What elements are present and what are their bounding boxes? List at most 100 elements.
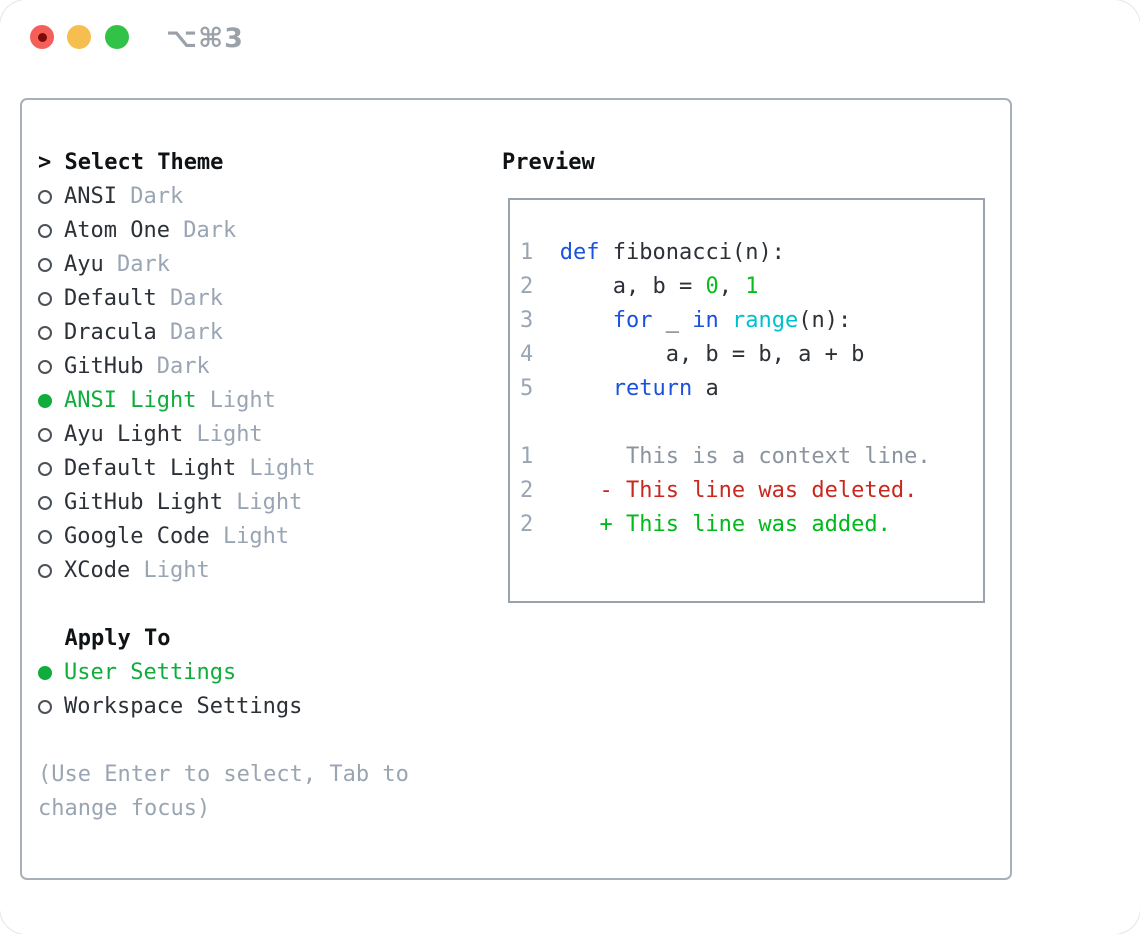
select-theme-label: Select Theme	[64, 150, 224, 175]
radio-icon	[38, 190, 52, 204]
zoom-button[interactable]	[105, 25, 129, 49]
window-title: ⌥⌘3	[166, 23, 244, 54]
diff-line: 1 This is a context line.	[520, 440, 983, 474]
theme-option[interactable]: XCode Light	[38, 554, 478, 588]
help-text: (Use Enter to select, Tab to change focu…	[38, 758, 478, 826]
option-name: Ayu	[64, 252, 104, 277]
theme-option[interactable]: Dracula Dark	[38, 316, 478, 350]
code-segment: a	[692, 376, 719, 401]
code-segment: + This line was added.	[533, 512, 891, 537]
focus-caret-icon: >	[38, 150, 52, 175]
radio-icon	[38, 462, 52, 476]
line-number: 4	[520, 342, 534, 367]
code-segment	[533, 376, 612, 401]
code-segment: fibonacci(n):	[599, 240, 785, 265]
theme-option[interactable]: ANSI Light Light	[38, 384, 478, 418]
line-number: 5	[520, 376, 534, 401]
close-button[interactable]	[30, 25, 54, 49]
code-segment: range	[731, 308, 799, 333]
option-name: XCode	[64, 558, 131, 583]
line-number: 1	[520, 444, 534, 469]
option-name: GitHub Light	[64, 490, 223, 515]
theme-variant-label: Light	[249, 456, 316, 481]
option-name: User Settings	[64, 660, 237, 685]
apply-to-label: Apply To	[64, 626, 171, 651]
preview-label: Preview	[502, 150, 595, 175]
code-segment: This is a context line.	[533, 444, 931, 469]
radio-icon	[38, 360, 52, 374]
preview-header: Preview	[502, 146, 1002, 180]
preview-column: Preview 1 def fibonacci(n):2 a, b = 0, 1…	[502, 146, 1002, 603]
radio-icon	[38, 496, 52, 510]
radio-selected-icon	[38, 394, 52, 408]
code-line: 1 def fibonacci(n):	[520, 236, 983, 270]
theme-variant-label: Light	[143, 558, 210, 583]
theme-option[interactable]: ANSI Dark	[38, 180, 478, 214]
line-number: 2	[520, 274, 534, 299]
code-segment: def	[559, 240, 600, 265]
option-name: ANSI	[64, 184, 117, 209]
theme-variant-label: Dark	[169, 320, 223, 345]
option-name: GitHub	[64, 354, 144, 379]
code-line: 4 a, b = b, a + b	[520, 338, 983, 372]
option-name: Atom One	[64, 218, 170, 243]
radio-icon	[38, 292, 52, 306]
theme-variant-label: Light	[236, 490, 303, 515]
option-name: Dracula	[64, 320, 157, 345]
option-name: Workspace Settings	[64, 694, 303, 719]
code-line: 3 for _ in range(n):	[520, 304, 983, 338]
code-line: 5 return a	[520, 372, 983, 406]
theme-option[interactable]: Ayu Light Light	[38, 418, 478, 452]
radio-icon	[38, 258, 52, 272]
code-segment: return	[612, 376, 693, 401]
apply-to-header: Apply To	[38, 622, 478, 656]
radio-icon	[38, 326, 52, 340]
unsaved-dot-icon	[37, 32, 47, 42]
code-segment	[533, 308, 612, 333]
theme-variant-label: Dark	[156, 354, 210, 379]
radio-icon	[38, 428, 52, 442]
theme-variant-label: Light	[196, 422, 263, 447]
theme-variant-label: Dark	[130, 184, 184, 209]
radio-selected-icon	[38, 666, 52, 680]
theme-variant-label: Light	[222, 524, 290, 549]
option-name: Ayu Light	[64, 422, 184, 447]
titlebar: ⌥⌘3	[0, 0, 1140, 78]
diff-line: 2 - This line was deleted.	[520, 474, 983, 508]
theme-option[interactable]: GitHub Dark	[38, 350, 478, 384]
code-segment: 1	[745, 274, 759, 299]
code-segment: a, b = b, a + b	[533, 342, 865, 367]
minimize-button[interactable]	[67, 25, 91, 49]
apply-to-option[interactable]: Workspace Settings	[38, 690, 478, 724]
apply-to-option[interactable]: User Settings	[38, 656, 478, 690]
code-segment: (n):	[798, 308, 852, 333]
option-name: Default	[64, 286, 157, 311]
option-name: ANSI Light	[64, 388, 197, 413]
code-segment	[533, 240, 560, 265]
code-segment: _	[652, 308, 693, 333]
radio-icon	[38, 530, 52, 544]
theme-variant-label: Dark	[116, 252, 170, 277]
line-number: 3	[520, 308, 534, 333]
radio-icon	[38, 224, 52, 238]
theme-option[interactable]: Ayu Dark	[38, 248, 478, 282]
code-segment: 0	[705, 274, 719, 299]
spacer	[38, 588, 478, 622]
diff-line: 2 + This line was added.	[520, 508, 983, 542]
code-segment: in	[692, 308, 719, 333]
theme-variant-label: Light	[209, 388, 276, 413]
code-segment	[719, 308, 732, 333]
theme-option[interactable]: GitHub Light Light	[38, 486, 478, 520]
radio-icon	[38, 700, 52, 714]
line-number: 2	[520, 512, 534, 537]
help-text-line: (Use Enter to select, Tab to	[38, 762, 409, 787]
